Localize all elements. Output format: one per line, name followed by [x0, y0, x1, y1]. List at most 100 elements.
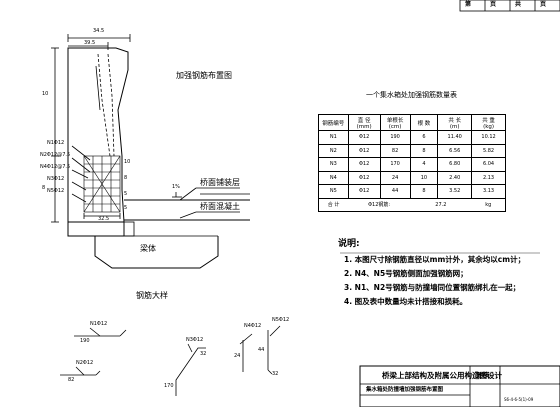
table-title: 一个集水箱处加强钢筋数量表: [366, 91, 457, 99]
detail-n5: [267, 325, 281, 375]
title-block-frame: [359, 365, 560, 407]
cell: Φ12: [347, 157, 381, 172]
detail-n5-len: 44: [258, 347, 265, 353]
dim-small-2: 8: [124, 175, 128, 181]
dim-top: 34.5: [93, 28, 105, 34]
table-row: N5 Φ12 44 8 3.52 3.13: [318, 184, 506, 199]
cell: Φ12: [347, 143, 381, 158]
cell: 10: [409, 170, 439, 185]
cell: Φ12: [347, 170, 381, 185]
page-label-gong: 共: [515, 1, 522, 8]
dim-mid-2: 5: [124, 205, 128, 211]
detail-n3-dim: 32: [200, 351, 207, 357]
cell: 2.13: [471, 170, 506, 185]
table-row: N4 Φ12 24 10 2.40 2.13: [318, 170, 506, 185]
cell: 10.12: [471, 130, 506, 145]
rebar-cage: [83, 155, 121, 213]
cell: 6.04: [471, 157, 506, 172]
deck-label-1: 桥面铺装层: [200, 178, 240, 187]
beam-label: 梁体: [140, 244, 156, 253]
dim-small-1: 10: [124, 159, 131, 165]
detail-n4-label: N4Φ12: [244, 323, 262, 329]
leader-n5: N5Φ12: [47, 188, 65, 194]
beam-body: [94, 236, 219, 269]
detail-n1-len: 190: [80, 338, 90, 344]
detail-n4: [239, 333, 253, 372]
page-label-di: 第: [465, 1, 472, 8]
col-total-length: 共 长(m): [437, 114, 473, 131]
cell: 2.40: [437, 170, 473, 185]
detail-n2-label: N2Φ12: [76, 360, 94, 366]
col-count: 根 数: [409, 114, 439, 131]
cell: N4: [318, 170, 349, 185]
detail-n2: [60, 366, 101, 376]
col-bar-no: 钢筋编号: [318, 114, 349, 131]
deck-label-2: 桥面混凝土: [200, 202, 240, 211]
cell: 4: [409, 157, 439, 172]
total-unit: kg: [471, 197, 506, 212]
detail-n3: [175, 343, 206, 396]
slope-label: 1%: [172, 184, 180, 190]
cell: 6.80: [437, 157, 473, 172]
cell: 6: [409, 130, 439, 145]
title-drawing-name: 集水箱处防撞墙加强钢筋布置图: [366, 387, 444, 393]
leader-n1: N1Φ12: [47, 140, 65, 146]
total-diameter: Φ12钢筋:: [348, 197, 411, 212]
col-unit-length: 单根长(cm): [379, 114, 411, 131]
leader-n2: N2Φ12@7.5: [40, 152, 71, 158]
cell: 82: [379, 143, 411, 158]
cell: 8: [409, 143, 439, 158]
note-2: 2. N4、N5号钢筋侧面加强钢筋网；: [344, 269, 468, 278]
total-value: 27.2: [410, 197, 472, 212]
dim-left-1: 10: [42, 91, 49, 97]
title-project: 桥梁上部结构及附属公用构造图设计: [382, 371, 502, 380]
table-row: N2 Φ12 82 8 6.56 5.82: [318, 143, 506, 158]
dim-mid: 5: [124, 191, 128, 197]
dim-width: 39.5: [84, 40, 96, 46]
table-row: N1 Φ12 190 6 11.40 10.12: [318, 130, 506, 145]
cell: N2: [318, 143, 349, 158]
cell: N1: [318, 130, 349, 145]
page-label-ye-2: 页: [540, 1, 547, 8]
dim-bottom: 32.5: [98, 216, 110, 222]
cell: 8: [409, 184, 439, 199]
detail-n3-len: 170: [164, 383, 174, 389]
cell: 170: [379, 157, 411, 172]
page-label-ye-1: 页: [490, 1, 497, 8]
table-total-row: 合 计 Φ12钢筋: 27.2 kg: [318, 197, 506, 212]
cell: 6.56: [437, 143, 473, 158]
cell: 3.13: [471, 184, 506, 199]
detail-n2-len: 82: [68, 377, 75, 383]
detail-n1-label: N1Φ12: [90, 321, 108, 327]
total-label: 合 计: [318, 197, 349, 212]
title-drawing-no: S6-4-6-5(1)-09: [504, 397, 534, 402]
cell: 11.40: [437, 130, 473, 145]
dim-left-2: 8: [42, 185, 46, 191]
leader-n4: N4Φ12@7.5: [40, 164, 71, 170]
cell: 5.82: [471, 143, 506, 158]
cell: N3: [318, 157, 349, 172]
cell: 44: [379, 184, 411, 199]
cell: Φ12: [347, 130, 381, 145]
cell: 3.52: [437, 184, 473, 199]
table-header-row: 钢筋编号 直 径(mm) 单根长(cm) 根 数 共 长(m) 共 重(kg): [318, 114, 506, 131]
note-1: 1. 本图尺寸除钢筋直径以mm计外，其余均以cm计；: [344, 255, 526, 264]
title-review: 复核: [476, 371, 489, 379]
notes-heading: 说明:: [338, 239, 360, 249]
detail-n5-label: N5Φ12: [272, 317, 290, 323]
detail-title: 钢筋大样: [136, 291, 168, 300]
cell: Φ12: [347, 184, 381, 199]
detail-n3-label: N3Φ12: [186, 337, 204, 343]
detail-n4-len: 24: [234, 353, 241, 359]
cell: N5: [318, 184, 349, 199]
rebar-quantity-table: 钢筋编号 直 径(mm) 单根长(cm) 根 数 共 长(m) 共 重(kg) …: [318, 114, 506, 212]
col-total-weight: 共 重(kg): [471, 114, 506, 131]
leader-n3: N3Φ12: [47, 176, 65, 182]
col-diameter: 直 径(mm): [347, 114, 381, 131]
detail-n5-dim: 32: [272, 371, 279, 377]
cell: 24: [379, 170, 411, 185]
note-4: 4. 图及表中数量均未计搭接和损耗。: [344, 297, 468, 306]
cell: 190: [379, 130, 411, 145]
